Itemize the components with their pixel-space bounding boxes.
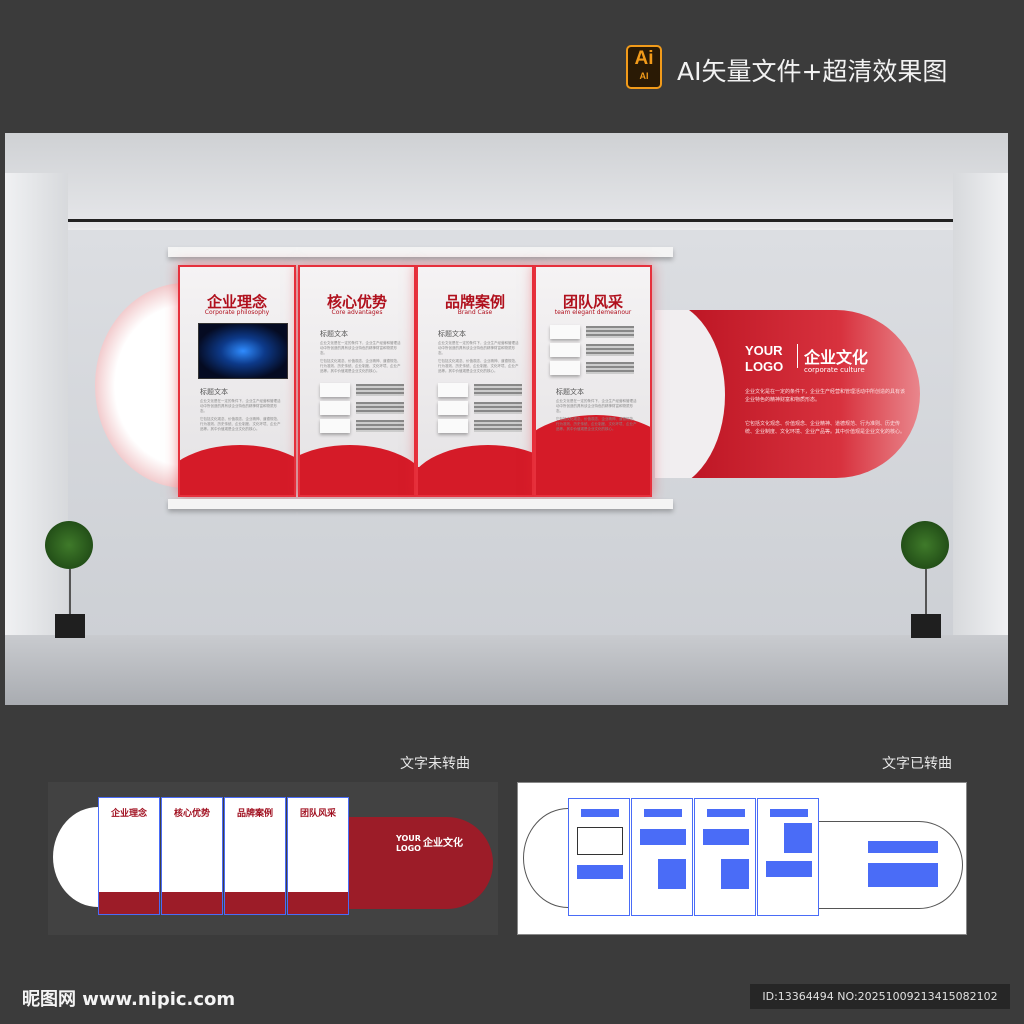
ceiling-edge: [65, 219, 955, 222]
panel-brand-case: 品牌案例 Brand Case 标题文本 企业文化是在一定的条件下，企业生产经营…: [416, 265, 534, 497]
chip-image: [198, 323, 288, 379]
culture-subtitle: corporate culture: [804, 366, 865, 374]
bottom-shelf: [168, 499, 673, 509]
panel-advantages: 核心优势 Core advantages 标题文本 企业文化是在一定的条件下，企…: [298, 265, 416, 497]
ceiling: [5, 133, 1008, 228]
left-wall: [5, 173, 68, 653]
image-id-badge: ID:13364494 NO:20251009213415082102: [750, 984, 1010, 1009]
header-title: AI矢量文件+超清效果图: [677, 57, 948, 86]
right-wall: [953, 173, 1008, 653]
adobe-illustrator-icon: Ai AI: [626, 45, 662, 89]
potted-plant-right: [901, 521, 951, 638]
site-logo[interactable]: 昵图网 www.nipic.com: [22, 989, 236, 1010]
preview-label-outlined: 文字已转曲: [882, 756, 952, 772]
culture-text-2: 它包括文化观念、价值观念、企业精神、道德规范、行为准则、历史传统、企业制度、文化…: [745, 421, 906, 435]
panel-philosophy: 企业理念 Corporate philosophy 标题文本 企业文化是在一定的…: [178, 265, 296, 497]
circle-decoration: [655, 310, 725, 478]
panel-team: 团队风采 team elegant demeanour 标题文本 企业文化是在一…: [534, 265, 652, 497]
preview-label-unoutlined: 文字未转曲: [400, 756, 470, 772]
top-shelf: [168, 247, 673, 257]
preview-outlined: [517, 782, 967, 935]
culture-text-1: 企业文化是在一定的条件下，企业生产经营和管理活动中所创造的具有该企业特色的精神财…: [745, 389, 906, 403]
potted-plant-left: [45, 521, 95, 638]
floor: [5, 635, 1008, 705]
culture-title: 企业文化: [797, 344, 868, 368]
